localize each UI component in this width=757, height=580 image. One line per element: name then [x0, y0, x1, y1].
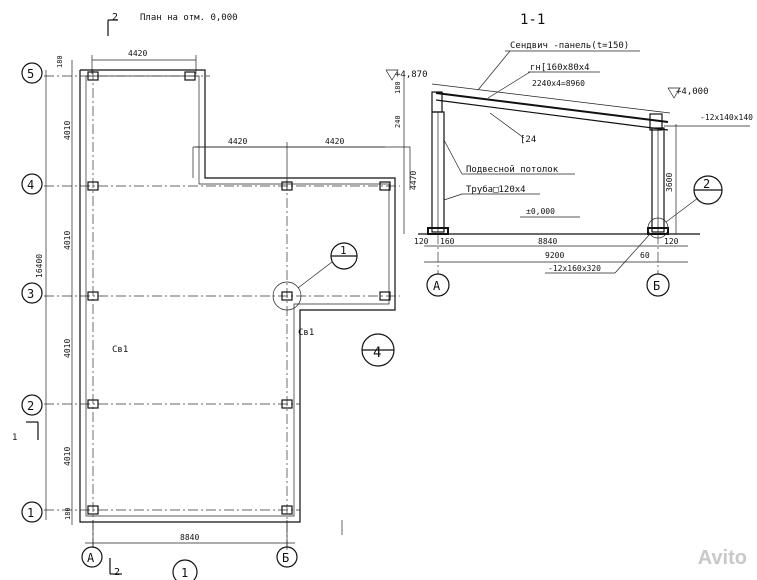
section-column: Труба□120x4: [466, 184, 526, 195]
plan-dim-edge-bottom: 180: [64, 507, 72, 520]
axis-row-5: 5: [27, 67, 34, 81]
axis-row-3: 3: [27, 287, 34, 301]
brace-label-left: Св1: [112, 345, 128, 355]
plan-outline: [79, 69, 396, 523]
plan-dim-span-1: 4010: [63, 121, 72, 140]
section-elev-right: +4,000: [676, 87, 709, 97]
plan-sec-left-num: 1: [12, 433, 17, 443]
section-axis-a: А: [433, 279, 441, 293]
section-node-2: 2: [703, 177, 710, 191]
axis-col-a: А: [87, 551, 95, 565]
section-dim-9200: 9200: [545, 251, 564, 260]
section-title: 1-1: [520, 12, 545, 28]
plan-dim-span-3: 4010: [63, 339, 72, 358]
section-ceiling: Подвесной потолок: [466, 165, 559, 175]
watermark-logo: Avito: [697, 547, 747, 569]
plan-columns: [87, 71, 391, 515]
plan-view: 2 План на отм. 0,000 4420 4420 4420 5 4: [12, 12, 411, 580]
section-elev-top: +4,870: [395, 70, 428, 80]
plan-title: План на отм. 0,000: [140, 13, 238, 23]
section-axis-b: Б: [653, 279, 660, 293]
section-elev-zero: ±0,000: [526, 207, 555, 216]
section-purlin: [24: [520, 135, 536, 145]
axis-row-1: 1: [27, 506, 34, 520]
section-dim-240: 240: [394, 115, 402, 128]
section-dim-8840: 8840: [538, 237, 557, 246]
plan-node-4: 4: [373, 345, 381, 361]
section-panel: Сендвич -панель(t=150): [510, 41, 629, 51]
plan-dim-edge-top: 180: [56, 55, 64, 68]
plan-section-mark: 2: [112, 12, 118, 23]
plan-dim-span-2: 4010: [63, 231, 72, 250]
axis-col-b: Б: [282, 551, 289, 565]
axis-row-4: 4: [27, 178, 34, 192]
section-dim-3600: 3600: [665, 173, 674, 192]
section-dim-4470: 4470: [409, 171, 418, 190]
section-dim-120b: 120: [664, 237, 679, 246]
section-dim-60: 60: [640, 251, 650, 260]
section-dim-120a: 120: [414, 237, 429, 246]
plan-node-1: 1: [340, 244, 347, 257]
section-spacing: 2240x4=8960: [532, 79, 585, 88]
section-beam: гн[160x80x4: [530, 63, 590, 73]
section-dim-180: 180: [394, 81, 402, 94]
section-plate-top: -12x140x140: [700, 113, 753, 122]
plan-dim-span-4: 4010: [63, 447, 72, 466]
plan-dim-top: 4420: [128, 49, 147, 58]
plan-sec-bottom: 2: [114, 567, 120, 578]
brace-label-right: Св1: [298, 328, 314, 338]
section-plate-base: -12x160x320: [548, 264, 601, 273]
section-view: 1-1 Сендвич -панель(t=150) гн[160x80x4 2…: [385, 12, 753, 297]
plan-dim-bottom: 8840: [180, 533, 199, 542]
plan-dim-mid-right: 4420: [325, 137, 344, 146]
section-dim-160: 160: [440, 237, 455, 246]
plan-sheet-mark: 1: [181, 566, 188, 580]
roof-beam: [435, 92, 669, 123]
axis-row-2: 2: [27, 399, 34, 413]
plan-dim-total: 16400: [35, 254, 44, 278]
plan-dim-mid-left: 4420: [228, 137, 247, 146]
